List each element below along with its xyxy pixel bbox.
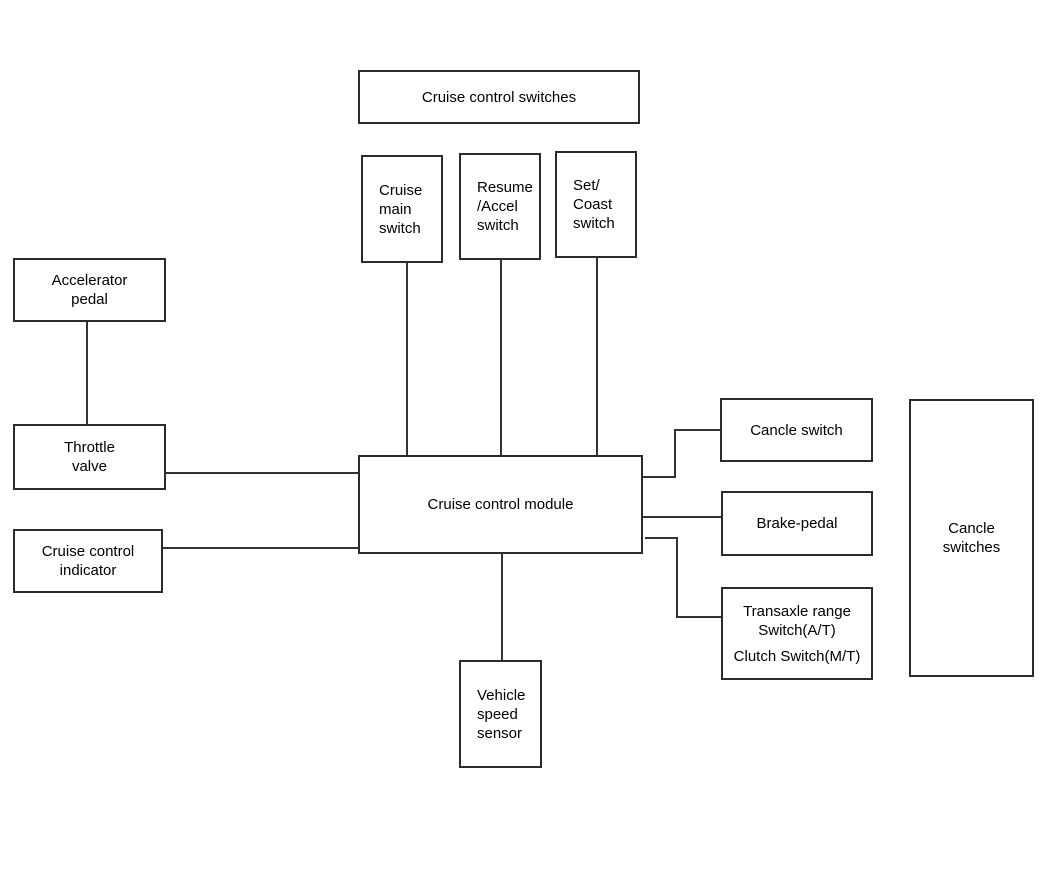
clutch-switch-label: Clutch Switch(M/T)	[733, 647, 861, 665]
edge-resume-accel-to-module	[500, 259, 502, 455]
node-brake-pedal: Brake-pedal	[721, 491, 873, 556]
edge-indicator-to-module	[163, 547, 358, 549]
node-cruise-main-switch: Cruise main switch	[361, 155, 443, 263]
transaxle-range-label: Transaxle range Switch(A/T)	[743, 602, 851, 639]
edge-module-to-cancle-switch-seg3	[674, 429, 720, 431]
edge-module-to-vss	[501, 553, 503, 660]
edge-module-to-cancle-switch-seg1	[643, 476, 676, 478]
node-set-coast-switch: Set/ Coast switch	[555, 151, 637, 258]
node-throttle-valve: Throttle valve	[13, 424, 166, 490]
edge-module-to-brake-pedal	[643, 516, 721, 518]
node-cancle-switches: Cancle switches	[909, 399, 1034, 677]
edge-module-to-transaxle-seg2	[676, 537, 678, 618]
edge-main-switch-to-module	[406, 262, 408, 455]
edge-module-to-cancle-switch-seg2	[674, 429, 676, 478]
edge-module-to-transaxle-seg1	[645, 537, 678, 539]
node-cruise-control-module: Cruise control module	[358, 455, 643, 554]
edge-set-coast-to-module	[596, 257, 598, 455]
node-resume-accel-switch: Resume /Accel switch	[459, 153, 541, 260]
node-cruise-control-indicator: Cruise control indicator	[13, 529, 163, 593]
node-transaxle-clutch-switch: Transaxle range Switch(A/T) Clutch Switc…	[721, 587, 873, 680]
edge-accelerator-to-throttle	[86, 322, 88, 424]
edge-throttle-to-module	[166, 472, 358, 474]
node-vehicle-speed-sensor: Vehicle speed sensor	[459, 660, 542, 768]
node-cruise-control-switches: Cruise control switches	[358, 70, 640, 124]
edge-module-to-transaxle-seg3	[676, 616, 721, 618]
node-accelerator-pedal: Accelerator pedal	[13, 258, 166, 322]
node-cancle-switch: Cancle switch	[720, 398, 873, 462]
